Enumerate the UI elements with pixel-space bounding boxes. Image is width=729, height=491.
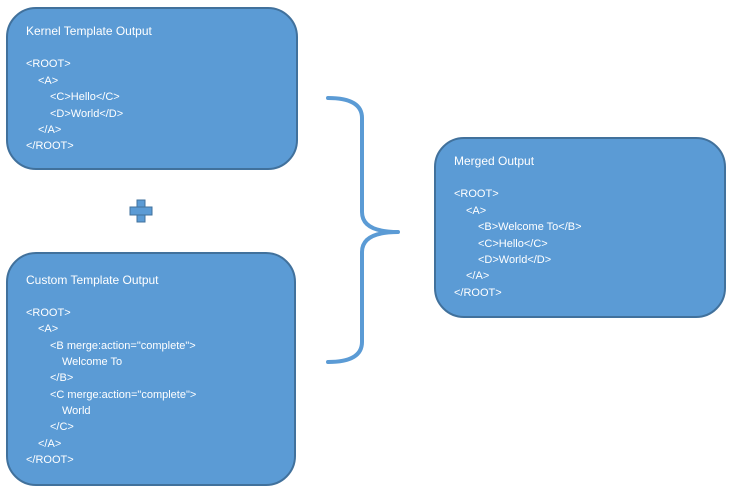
merged-line-5: <D>World</D> bbox=[478, 254, 552, 266]
custom-line-8: </C> bbox=[50, 421, 74, 433]
kernel-line-4: <D>World</D> bbox=[50, 108, 124, 120]
custom-line-4: Welcome To bbox=[62, 356, 123, 368]
merged-line-4: <C>Hello</C> bbox=[478, 238, 548, 250]
merged-output-box: Merged Output <ROOT> <A> <B>Welcome To</… bbox=[434, 137, 726, 318]
merged-line-3: <B>Welcome To</B> bbox=[478, 221, 582, 233]
kernel-line-5: </A> bbox=[38, 124, 62, 136]
custom-line-7: World bbox=[62, 405, 91, 417]
kernel-template-output-box: Kernel Template Output <ROOT> <A> <C>Hel… bbox=[6, 7, 298, 170]
plus-icon bbox=[129, 199, 153, 223]
merged-line-2: <A> bbox=[466, 205, 487, 217]
kernel-line-1: <ROOT> bbox=[26, 58, 71, 70]
custom-line-6: <C merge:action="complete"> bbox=[50, 389, 197, 401]
custom-template-title: Custom Template Output bbox=[26, 273, 159, 287]
right-curly-brace-icon bbox=[326, 96, 400, 364]
kernel-template-title: Kernel Template Output bbox=[26, 24, 152, 38]
merged-line-7: </ROOT> bbox=[454, 287, 502, 299]
custom-line-1: <ROOT> bbox=[26, 307, 71, 319]
custom-line-9: </A> bbox=[38, 438, 62, 450]
custom-line-2: <A> bbox=[38, 323, 59, 335]
custom-line-10: </ROOT> bbox=[26, 454, 74, 466]
kernel-line-6: </ROOT> bbox=[26, 140, 74, 152]
merged-line-6: </A> bbox=[466, 270, 490, 282]
custom-line-5: </B> bbox=[50, 372, 74, 384]
merged-line-1: <ROOT> bbox=[454, 188, 499, 200]
custom-line-3: <B merge:action="complete"> bbox=[50, 340, 196, 352]
kernel-line-3: <C>Hello</C> bbox=[50, 91, 120, 103]
merged-output-title: Merged Output bbox=[454, 154, 535, 168]
kernel-line-2: <A> bbox=[38, 75, 59, 87]
custom-template-output-box: Custom Template Output <ROOT> <A> <B mer… bbox=[6, 252, 296, 486]
